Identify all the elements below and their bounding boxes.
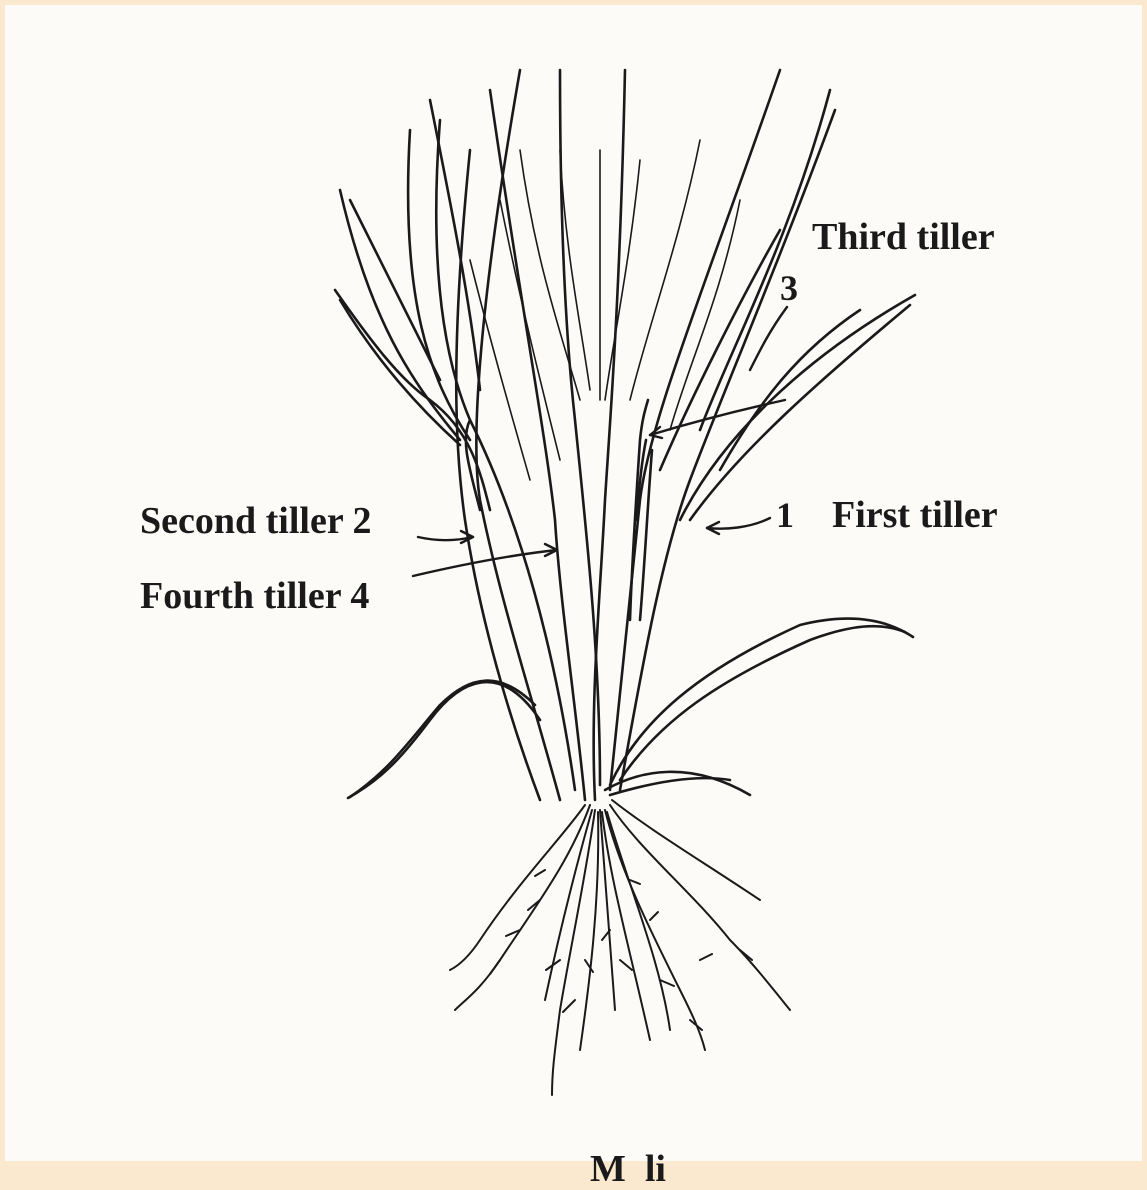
third-tiller-label: Third tiller: [812, 218, 995, 256]
arrow-second-tiller: [418, 537, 473, 540]
left-leaves: [335, 100, 490, 510]
second-tiller-label: Second tiller 2: [140, 502, 372, 540]
main-stem: [436, 70, 835, 800]
lower-left-leaf: [348, 681, 540, 798]
root-system: [450, 800, 790, 1095]
third-tiller-shoot: [630, 400, 652, 620]
arrow-fourth-tiller: [413, 550, 557, 576]
arrow-third-tiller: [650, 400, 785, 435]
number-1-label: 1: [776, 497, 794, 533]
number-3-label: 3: [780, 270, 798, 306]
first-tiller-label: First tiller: [832, 496, 998, 534]
fourth-tiller-label: Fourth tiller 4: [140, 577, 369, 615]
bottom-caption: M li: [590, 1150, 666, 1188]
lower-right-leaves: [605, 619, 913, 795]
